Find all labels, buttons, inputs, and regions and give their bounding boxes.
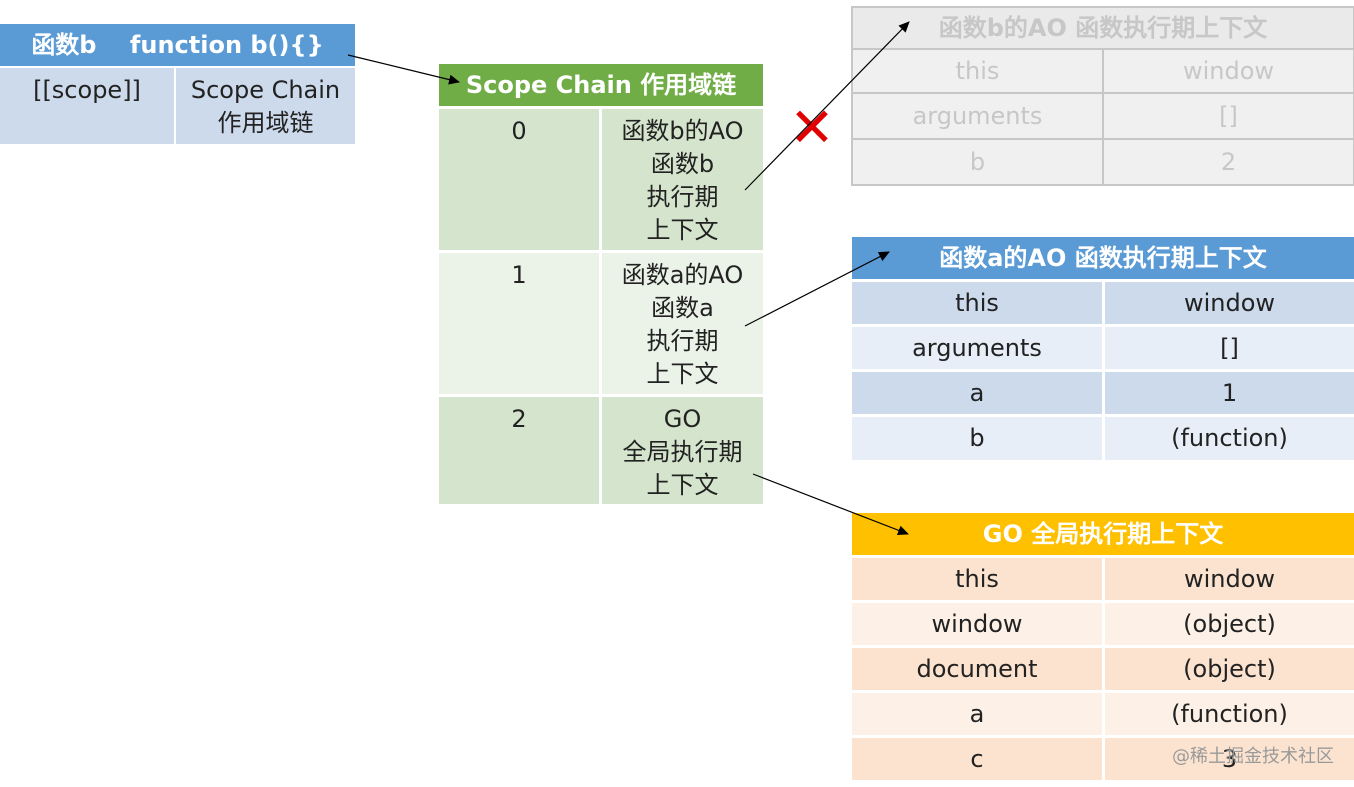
function-b-header: 函数b function b(){}: [0, 24, 355, 66]
function-b-box: 函数b function b(){} [[scope]] Scope Chain…: [0, 24, 355, 144]
ao-b-value-2: 2: [1103, 140, 1354, 186]
go-key-4: c: [852, 738, 1102, 780]
scope-label: [[scope]]: [0, 68, 174, 144]
ao-a-key-2: a: [852, 372, 1102, 414]
ao-a-key-0: this: [852, 282, 1102, 324]
ao-a-table: 函数a的AO 函数执行期上下文 this window arguments []…: [852, 237, 1354, 460]
scope-chain-table: Scope Chain 作用域链 0 函数b的AO 函数b 执行期 上下文 1 …: [439, 64, 763, 504]
scope-chain-value-0: 函数b的AO 函数b 执行期 上下文: [602, 109, 763, 250]
scope-chain-index-2: 2: [439, 397, 599, 504]
go-value-3: (function): [1105, 693, 1354, 735]
arrow-row2-to-go: [752, 473, 909, 536]
watermark: @稀土掘金技术社区: [1172, 746, 1334, 767]
arrow-row0-to-ao-b: [744, 21, 910, 191]
ao-a-key-1: arguments: [852, 327, 1102, 369]
scope-value: Scope Chain 作用域链: [176, 68, 355, 144]
go-value-2: (object): [1105, 648, 1354, 690]
ao-a-value-3: (function): [1105, 417, 1354, 460]
ao-a-key-3: b: [852, 417, 1102, 460]
scope-chain-value-1: 函数a的AO 函数a 执行期 上下文: [602, 253, 763, 394]
ao-b-key-2: b: [851, 140, 1103, 186]
go-key-3: a: [852, 693, 1102, 735]
ao-b-key-1: arguments: [851, 94, 1103, 140]
ao-b-key-0: this: [851, 48, 1103, 94]
scope-chain-index-0: 0: [439, 109, 599, 250]
ao-b-title: 函数b的AO 函数执行期上下文: [851, 6, 1354, 48]
ao-a-value-0: window: [1105, 282, 1354, 324]
scope-chain-index-1: 1: [439, 253, 599, 394]
go-table: GO 全局执行期上下文 this window window (object) …: [852, 513, 1354, 780]
go-key-1: window: [852, 603, 1102, 645]
ao-a-value-2: 1: [1105, 372, 1354, 414]
arrow-fnb-to-scope-chain: [347, 54, 460, 85]
ao-a-value-1: []: [1105, 327, 1354, 369]
ao-b-table: 函数b的AO 函数执行期上下文 this window arguments []…: [851, 6, 1354, 186]
go-value-4: 3: [1105, 738, 1354, 780]
cross-mark: ✕: [789, 96, 835, 159]
go-title: GO 全局执行期上下文: [852, 513, 1354, 555]
go-key-2: document: [852, 648, 1102, 690]
go-value-1: (object): [1105, 603, 1354, 645]
go-key-0: this: [852, 558, 1102, 600]
ao-b-value-1: []: [1103, 94, 1354, 140]
ao-a-title: 函数a的AO 函数执行期上下文: [852, 237, 1354, 279]
scope-chain-value-2: GO 全局执行期 上下文: [602, 397, 763, 504]
ao-b-value-0: window: [1103, 48, 1354, 94]
go-value-0: window: [1105, 558, 1354, 600]
scope-chain-title: Scope Chain 作用域链: [439, 64, 763, 106]
arrow-row1-to-ao-a: [744, 251, 890, 327]
